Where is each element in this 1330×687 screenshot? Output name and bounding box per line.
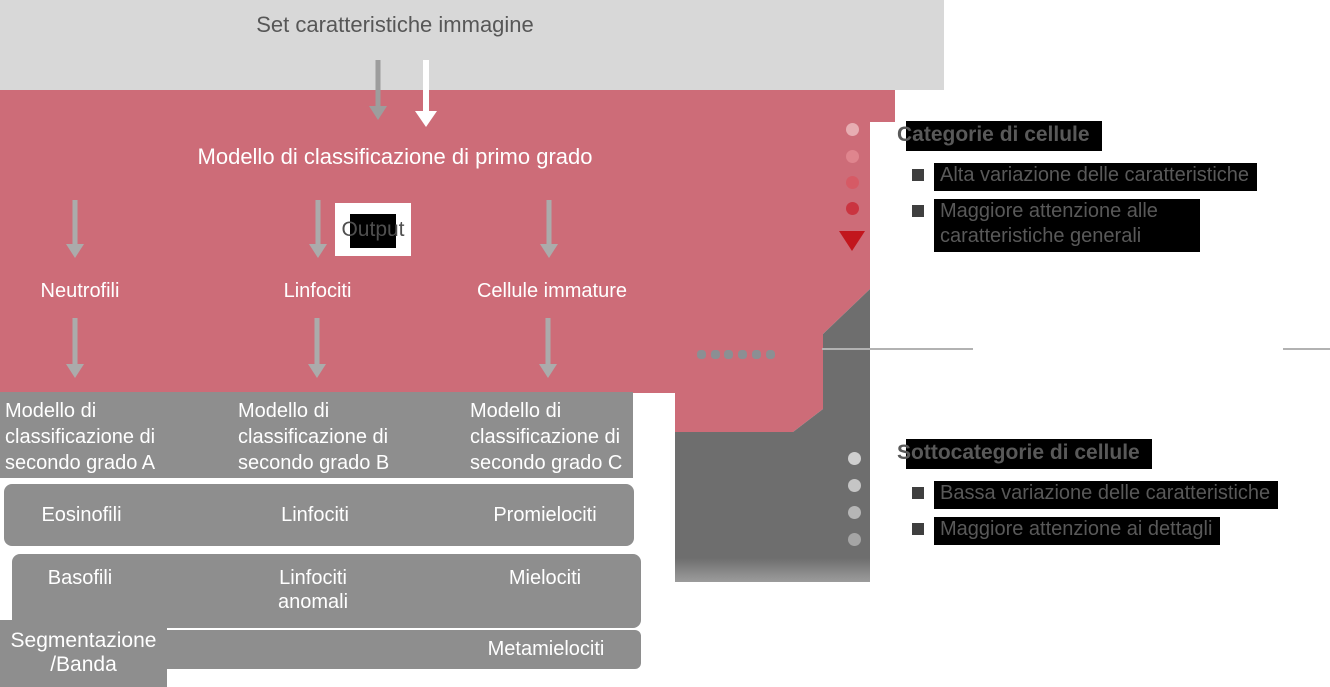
- down-arrow-icon: [306, 318, 328, 378]
- down-arrow-icon: [537, 318, 559, 378]
- cell-basofili: Basofili: [47, 567, 113, 589]
- square-bullet-icon: [912, 169, 924, 181]
- down-arrow-icon: [367, 60, 389, 120]
- cell-promielociti: Promielociti: [493, 504, 597, 526]
- gray-dot-icon: [848, 452, 861, 465]
- red-arrowhead-icon: [839, 231, 865, 251]
- red-dot-icon: [846, 123, 859, 136]
- connector-line-left: [822, 348, 973, 350]
- categories-bullet-2: Maggiore attenzione alle caratteristiche…: [912, 199, 1257, 252]
- down-arrow-icon: [64, 200, 86, 258]
- categories-bullet-1: Alta variazione delle caratteristiche: [912, 163, 1258, 191]
- categories-panel: Categorie di cellule Alta variazione del…: [897, 121, 1258, 252]
- down-arrow-icon: [307, 200, 329, 258]
- down-arrow-icon: [538, 200, 560, 258]
- cell-linfociti: Linfociti: [281, 504, 349, 526]
- primary-model-title: Modello di classificazione di primo grad…: [197, 144, 593, 169]
- image-feature-set-bar: [0, 0, 944, 90]
- red-dot-icon: [846, 150, 859, 163]
- image-feature-set-label: Set caratteristiche immagine: [256, 12, 534, 37]
- branch-linfociti: Linfociti: [283, 280, 352, 302]
- cell-linfociti-anomali: Linfociti anomali: [277, 567, 349, 613]
- gray-dot-icon: [848, 479, 861, 492]
- cell-segmentazione-banda: Segmentazione /Banda: [0, 620, 167, 687]
- cell-mielociti: Mielociti: [508, 567, 582, 589]
- secondary-models-header-row: Modello di classificazione di secondo gr…: [0, 392, 633, 478]
- subcategories-title: Sottocategorie di cellule: [897, 439, 1152, 469]
- square-bullet-icon: [912, 487, 924, 499]
- subcategories-panel: Sottocategorie di cellule Bassa variazio…: [897, 439, 1279, 545]
- down-arrow-white-icon: [415, 60, 437, 127]
- output-box: Output: [335, 203, 411, 256]
- result-row-2: Basofili Linfociti anomali Mielociti: [12, 554, 641, 628]
- dots-row-icon: [724, 350, 733, 359]
- branch-neutrofili: Neutrofili: [40, 280, 120, 302]
- cell-metamielociti: Metamielociti: [487, 638, 605, 660]
- dots-row-icon: [711, 350, 720, 359]
- result-row-1: Eosinofili Linfociti Promielociti: [4, 484, 634, 546]
- square-bullet-icon: [912, 523, 924, 535]
- down-arrow-icon: [64, 318, 86, 378]
- dots-row-icon: [752, 350, 761, 359]
- square-bullet-icon: [912, 205, 924, 217]
- banda-line: /Banda: [50, 653, 117, 676]
- cell-eosinofili: Eosinofili: [41, 504, 122, 526]
- connector-line-right: [1283, 348, 1330, 350]
- secondary-model-c-title: Modello di classificazione di secondo gr…: [470, 400, 623, 474]
- secondary-model-a-title: Modello di classificazione di secondo gr…: [5, 400, 156, 474]
- segmentazione-line: Segmentazione: [10, 629, 157, 652]
- subcategories-bullet-1: Bassa variazione delle caratteristiche: [912, 481, 1279, 509]
- secondary-model-b-title: Modello di classificazione di secondo gr…: [238, 400, 390, 474]
- gray-dot-icon: [848, 506, 861, 519]
- red-dot-icon: [846, 202, 859, 215]
- subcategories-bullet-2: Maggiore attenzione ai dettagli: [912, 517, 1278, 545]
- categories-title: Categorie di cellule: [897, 121, 1102, 151]
- branch-cellule-immature: Cellule immature: [476, 280, 628, 302]
- dots-row-icon: [697, 350, 706, 359]
- gray-dot-icon: [848, 533, 861, 546]
- dots-row-icon: [738, 350, 747, 359]
- dots-row-icon: [766, 350, 775, 359]
- primary-model-region: [0, 90, 895, 432]
- output-label: Output: [341, 214, 405, 248]
- red-dot-icon: [846, 176, 859, 189]
